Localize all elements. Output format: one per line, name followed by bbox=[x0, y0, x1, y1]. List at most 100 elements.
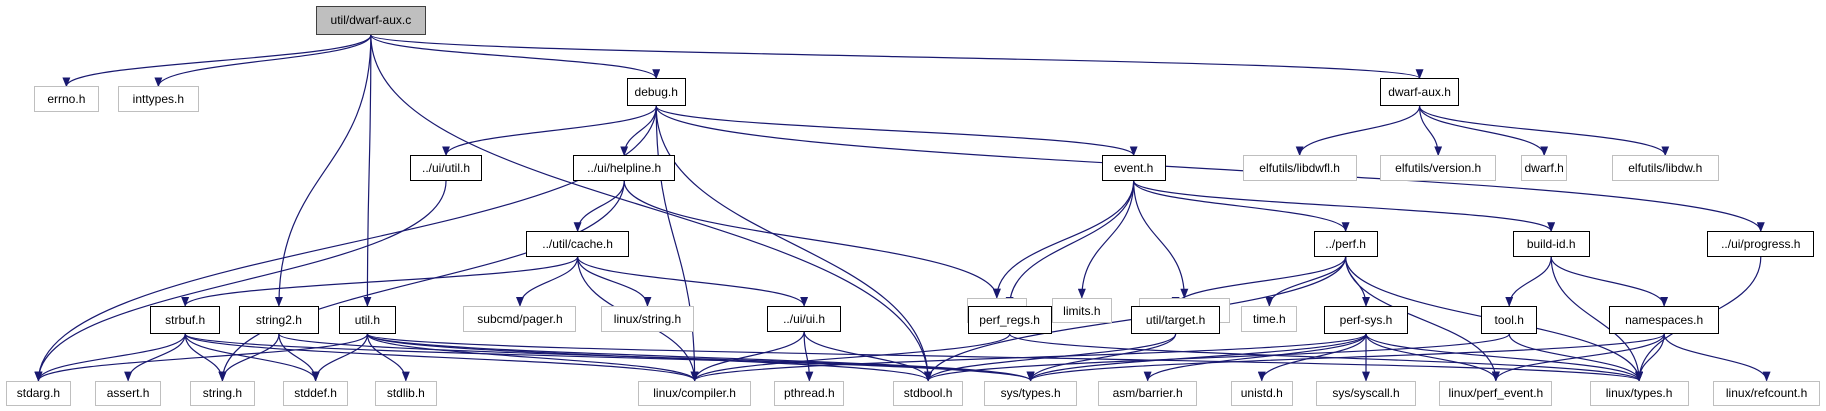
node-perf[interactable]: ../perf.h bbox=[1313, 231, 1378, 257]
edge-cache-to-pager bbox=[515, 256, 579, 307]
node-label: ../ui/progress.h bbox=[1721, 237, 1801, 252]
edge-root-to-debug bbox=[370, 34, 661, 80]
node-uiui[interactable]: ../ui/ui.h bbox=[767, 305, 841, 332]
node-label: linux/refcount.h bbox=[1725, 386, 1808, 401]
node-label: util.h bbox=[354, 312, 381, 327]
edge-perf-to-time bbox=[1265, 256, 1347, 307]
node-stdlib: stdlib.h bbox=[374, 380, 437, 407]
node-label: subcmd/pager.h bbox=[477, 311, 563, 326]
node-label: stddef.h bbox=[294, 386, 337, 401]
edge-dwarfaux-to-libdwfl bbox=[1295, 106, 1421, 157]
node-dwarfaux[interactable]: dwarf-aux.h bbox=[1379, 78, 1460, 107]
edge-perfsys-to-perfevent bbox=[1365, 333, 1500, 382]
node-label: ../perf.h bbox=[1325, 237, 1366, 252]
edge-util-to-stdlib bbox=[366, 333, 410, 382]
node-label: tool.h bbox=[1494, 312, 1524, 327]
node-event[interactable]: event.h bbox=[1101, 155, 1166, 181]
node-label: dwarf.h bbox=[1524, 161, 1564, 176]
node-root[interactable]: util/dwarf-aux.c bbox=[315, 5, 427, 36]
edge-util-to-stddef bbox=[311, 333, 369, 382]
edge-perfregs-to-ltypes bbox=[1009, 333, 1643, 382]
edge-root-to-string2 bbox=[274, 35, 372, 307]
node-perfsys[interactable]: perf-sys.h bbox=[1324, 305, 1408, 334]
node-label: elfutils/libdw.h bbox=[1628, 161, 1703, 176]
edge-buildid-to-tool bbox=[1505, 256, 1552, 307]
node-util[interactable]: util.h bbox=[338, 305, 396, 334]
node-perfregs[interactable]: perf_regs.h bbox=[967, 305, 1052, 334]
edge-tool-to-stdbool bbox=[924, 333, 1510, 382]
node-string: string.h bbox=[189, 380, 256, 407]
edge-cache-to-strbuf bbox=[181, 256, 579, 307]
edge-buildid-to-namespaces bbox=[1550, 256, 1669, 307]
node-namespaces[interactable]: namespaces.h bbox=[1609, 305, 1719, 334]
node-inttypes: inttypes.h bbox=[117, 86, 200, 113]
node-debug[interactable]: debug.h bbox=[626, 78, 686, 107]
node-buildid[interactable]: build-id.h bbox=[1512, 231, 1590, 257]
node-stdbool: stdbool.h bbox=[893, 380, 964, 407]
node-stdarg: stdarg.h bbox=[5, 380, 72, 407]
node-label: ../util/cache.h bbox=[542, 237, 613, 252]
edge-util-to-stdarg bbox=[34, 333, 369, 382]
edge-namespaces-to-refcount bbox=[1663, 333, 1771, 382]
node-string2[interactable]: string2.h bbox=[238, 305, 320, 334]
edge-dwarfaux-to-dwarf bbox=[1418, 106, 1549, 157]
node-unistd: unistd.h bbox=[1230, 380, 1293, 407]
edge-root-to-errno bbox=[62, 34, 372, 88]
node-label: string.h bbox=[202, 386, 243, 401]
edge-perfregs-to-compiler bbox=[690, 333, 1011, 382]
edge-namespaces-to-ltypes bbox=[1635, 333, 1665, 382]
edge-perfsys-to-ltypes bbox=[1365, 333, 1643, 382]
edge-util-to-stdbool bbox=[366, 333, 932, 382]
edge-uiui-to-pthread bbox=[803, 331, 814, 382]
edge-util-to-systypes bbox=[366, 333, 1035, 382]
node-label: ../ui/util.h bbox=[421, 161, 471, 176]
edge-perfsys-to-unistd bbox=[1257, 333, 1367, 382]
edge-perfsys-to-compiler bbox=[690, 333, 1367, 382]
edge-cache-to-uiui bbox=[577, 256, 809, 307]
node-label: dwarf-aux.h bbox=[1388, 85, 1451, 100]
edge-dwarfaux-to-libdw bbox=[1418, 106, 1670, 157]
node-label: errno.h bbox=[47, 92, 86, 107]
node-limits: limits.h bbox=[1051, 297, 1113, 324]
node-stddef: stddef.h bbox=[282, 380, 349, 407]
node-label: assert.h bbox=[106, 386, 150, 401]
node-target[interactable]: util/target.h bbox=[1130, 305, 1221, 334]
node-label: elfutils/version.h bbox=[1395, 161, 1482, 176]
edge-debug-to-helpline bbox=[620, 106, 657, 157]
node-uiutil[interactable]: ../ui/util.h bbox=[409, 155, 483, 181]
edge-root-to-inttypes bbox=[154, 34, 372, 88]
node-label: debug.h bbox=[634, 85, 678, 100]
edge-debug-to-progress bbox=[655, 106, 1765, 233]
node-lstring: linux/string.h bbox=[600, 305, 695, 332]
node-assert: assert.h bbox=[95, 380, 161, 407]
edge-debug-to-uiutil bbox=[442, 106, 657, 157]
edge-strbuf-to-assert bbox=[124, 333, 186, 382]
node-refcount: linux/refcount.h bbox=[1713, 380, 1821, 407]
edge-perfsys-to-systypes bbox=[1026, 333, 1367, 382]
node-tool[interactable]: tool.h bbox=[1481, 305, 1538, 334]
node-label: perf_regs.h bbox=[979, 312, 1040, 327]
edge-namespaces-to-perfevent bbox=[1491, 333, 1665, 382]
node-libdwfl: elfutils/libdwfl.h bbox=[1242, 155, 1357, 181]
node-cache[interactable]: ../util/cache.h bbox=[526, 231, 629, 257]
node-label: linux/perf_event.h bbox=[1448, 386, 1544, 401]
node-label: linux/compiler.h bbox=[653, 386, 736, 401]
edge-strbuf-to-systypes bbox=[184, 333, 1035, 382]
edge-debug-to-compiler bbox=[655, 106, 699, 382]
node-progress[interactable]: ../ui/progress.h bbox=[1707, 231, 1815, 257]
edge-debug-to-stdbool bbox=[655, 106, 933, 382]
edge-string2-to-string bbox=[218, 333, 280, 382]
node-label: perf-sys.h bbox=[1339, 312, 1393, 327]
node-label: asm/barrier.h bbox=[1112, 386, 1183, 401]
node-strbuf[interactable]: strbuf.h bbox=[150, 305, 221, 334]
node-label: sys/syscall.h bbox=[1332, 386, 1400, 401]
node-perfevent: linux/perf_event.h bbox=[1439, 380, 1553, 407]
edge-event-to-perfregs bbox=[1005, 180, 1135, 307]
edge-event-to-stdio bbox=[992, 180, 1135, 299]
node-helpline[interactable]: ../ui/helpline.h bbox=[572, 155, 676, 181]
edge-tool-to-ltypes bbox=[1508, 333, 1644, 382]
node-label: util/dwarf-aux.c bbox=[330, 13, 412, 28]
edge-strbuf-to-compiler bbox=[184, 333, 699, 382]
node-label: stdlib.h bbox=[386, 386, 425, 401]
